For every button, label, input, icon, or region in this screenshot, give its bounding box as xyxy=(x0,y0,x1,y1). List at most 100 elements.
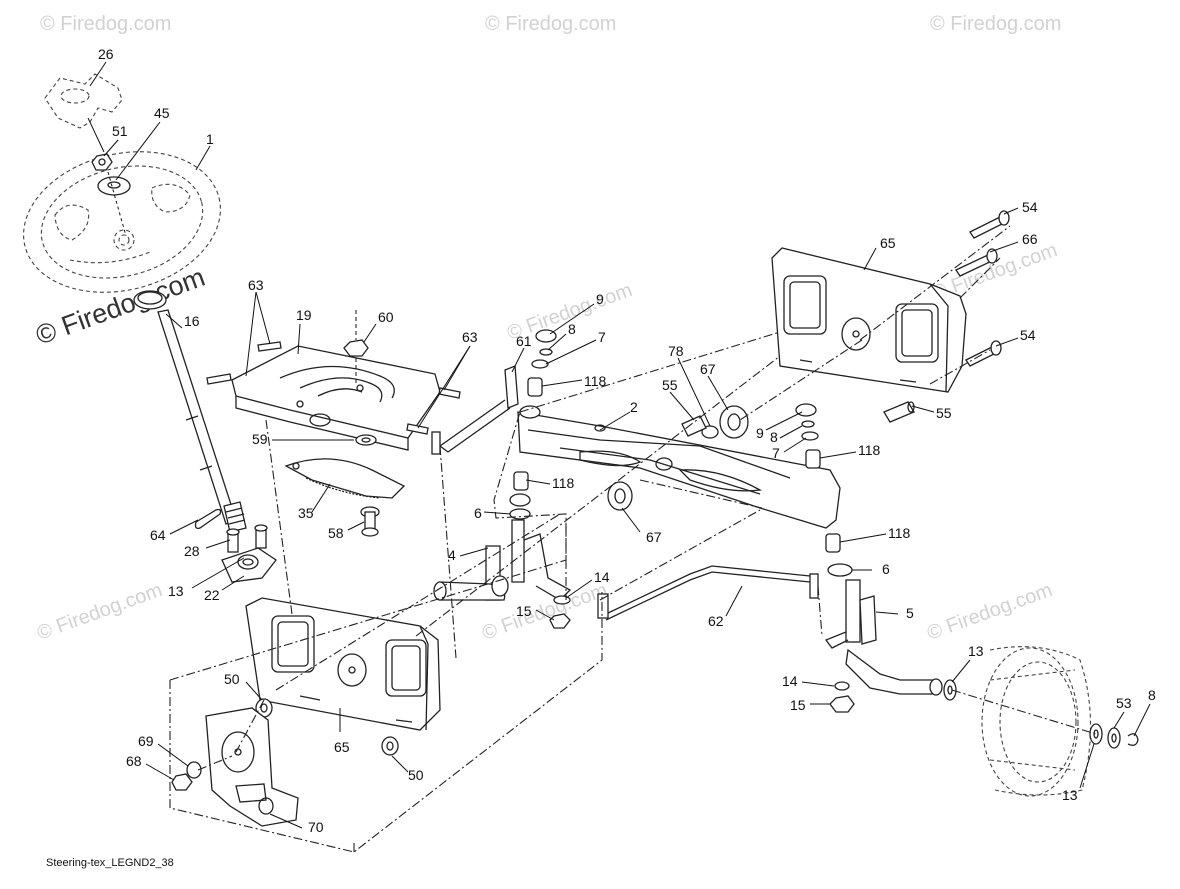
kingpin-stack-part xyxy=(519,329,557,419)
callout-label: 5 xyxy=(906,605,914,621)
callout-label: 65 xyxy=(880,235,896,251)
callout-label: 63 xyxy=(462,329,478,345)
decal-part xyxy=(44,73,123,129)
pin-part xyxy=(194,508,222,530)
pivot-part xyxy=(719,405,749,439)
front-wheel-part xyxy=(981,646,1092,797)
callout-label: 7 xyxy=(598,329,606,345)
callout-label: 2 xyxy=(630,399,638,415)
callout-label: 55 xyxy=(662,377,678,393)
callout-label: 69 xyxy=(138,733,154,749)
washer-part xyxy=(834,681,850,691)
callout-label: 35 xyxy=(298,505,314,521)
tie-rod-part xyxy=(597,565,819,621)
clip-part xyxy=(1127,733,1139,746)
callout-label: 65 xyxy=(334,739,350,755)
callout-label: 63 xyxy=(248,277,264,293)
pivot-bracket-part xyxy=(221,524,277,583)
callout-label: 64 xyxy=(150,527,166,543)
front-axle-part xyxy=(517,411,841,529)
bolt-part xyxy=(360,506,380,537)
assembly-lines xyxy=(169,225,1097,853)
right-spindle-part xyxy=(824,579,943,696)
washer-part xyxy=(186,761,202,779)
watermark-main: © Firedog.com xyxy=(32,262,209,351)
nut-part xyxy=(549,613,571,629)
callout-label: 68 xyxy=(126,753,142,769)
bolt-part xyxy=(955,248,998,277)
mount-bracket-part xyxy=(205,707,299,827)
pivot-part xyxy=(607,481,633,511)
callout-label: 60 xyxy=(378,309,394,325)
callout-label: 118 xyxy=(584,373,607,389)
washer-part xyxy=(827,563,853,577)
callout-label: 118 xyxy=(552,475,575,491)
sector-gear-part xyxy=(284,458,406,499)
bolt-part xyxy=(969,210,1010,239)
callout-label: 28 xyxy=(184,543,200,559)
callout-label: 8 xyxy=(1148,687,1156,703)
bushing-part xyxy=(825,533,841,553)
callout-label: 118 xyxy=(888,525,911,541)
callout-label: 14 xyxy=(782,673,798,689)
bolt-part xyxy=(965,340,1002,367)
callout-label: 15 xyxy=(790,697,806,713)
nut-part xyxy=(171,773,193,791)
callout-label: 6 xyxy=(474,505,482,521)
washer-part xyxy=(1089,723,1103,745)
callout-label: 9 xyxy=(596,291,604,307)
watermark-text: © Firedog.com xyxy=(924,579,1055,645)
callout-label: 54 xyxy=(1020,327,1036,343)
callout-label: 59 xyxy=(252,431,268,447)
watermark-text: © Firedog.com xyxy=(34,579,165,645)
callout-label: 16 xyxy=(184,313,200,329)
callout-label: 54 xyxy=(1022,199,1038,215)
callout-label: 70 xyxy=(308,819,324,835)
axis-line xyxy=(87,117,105,153)
callout-label: 26 xyxy=(98,46,114,62)
callout-label: 55 xyxy=(936,405,952,421)
callout-label: 15 xyxy=(516,603,532,619)
callout-label: 118 xyxy=(858,442,881,458)
callout-label: 51 xyxy=(112,123,128,139)
nut-part xyxy=(91,153,113,171)
steering-wheel-part xyxy=(23,151,221,293)
nut-part xyxy=(343,310,369,386)
callout-label: 1 xyxy=(206,131,214,147)
nut-part xyxy=(829,695,855,713)
drag-link-part xyxy=(431,365,519,455)
callout-label: 62 xyxy=(708,613,724,629)
bushing-part xyxy=(381,736,399,756)
washer-part xyxy=(355,434,377,446)
side-plate-part xyxy=(771,247,967,393)
callout-label: 67 xyxy=(700,361,716,377)
callout-label: 50 xyxy=(224,671,240,687)
callout-label: 78 xyxy=(668,343,684,359)
callout-label: 61 xyxy=(516,333,532,349)
callout-label: 6 xyxy=(882,561,890,577)
upper-plate-part xyxy=(231,345,441,451)
callout-label: 13 xyxy=(168,583,184,599)
callout-label: 50 xyxy=(408,767,424,783)
watermark-text: © Firedog.com xyxy=(930,13,1061,35)
callout-label: 4 xyxy=(448,547,456,563)
bushing-part xyxy=(509,471,531,507)
callout-label: 8 xyxy=(770,429,778,445)
diagram-caption: Steering-tex_LEGND2_38 xyxy=(46,857,174,869)
callout-label: 9 xyxy=(756,425,764,441)
callout-labels: 26 45 51 1 16 63 19 60 63 9 8 7 61 118 7… xyxy=(98,46,1156,835)
steering-shaft-part xyxy=(133,290,247,533)
callout-label: 8 xyxy=(568,321,576,337)
callout-label: 14 xyxy=(594,569,610,585)
callout-label: 22 xyxy=(204,587,220,603)
callout-label: 19 xyxy=(296,307,312,323)
callout-label: 13 xyxy=(1062,787,1078,803)
callout-label: 66 xyxy=(1022,231,1038,247)
callout-label: 67 xyxy=(646,529,662,545)
watermark-text: © Firedog.com xyxy=(485,13,616,35)
callout-label: 45 xyxy=(154,105,170,121)
callout-label: 53 xyxy=(1116,695,1132,711)
cap-part xyxy=(97,176,131,196)
side-plate-part xyxy=(245,597,441,731)
